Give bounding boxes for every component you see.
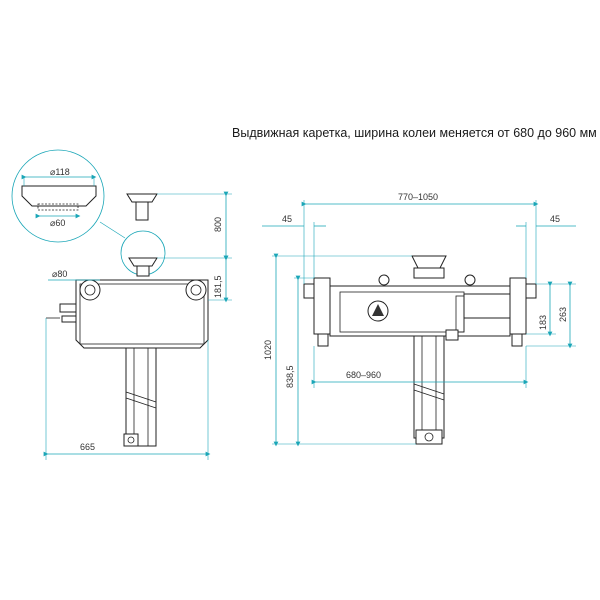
dim-h181-5: 181,5 [213, 275, 223, 298]
detail-circle: ⌀118 ⌀60 [11, 149, 105, 243]
dim-h800: 800 [213, 217, 223, 232]
dim-w665: 665 [80, 442, 95, 452]
dim-w680-960: 680–960 [346, 370, 381, 380]
dim-h263: 263 [558, 307, 568, 322]
dim-w770-1050: 770–1050 [398, 192, 438, 202]
front-view [303, 255, 537, 445]
caption-text: Выдвижная каретка, ширина колеи меняется… [232, 126, 597, 140]
dim-d80: ⌀80 [52, 269, 67, 279]
dim-d60: ⌀60 [50, 218, 65, 228]
dim-h1020: 1020 [263, 340, 273, 360]
dim-d118: ⌀118 [50, 167, 70, 177]
dim-h838-5: 838,5 [285, 365, 295, 388]
dim-h183: 183 [538, 315, 548, 330]
dim-w45-left: 45 [282, 214, 292, 224]
side-view [46, 193, 209, 447]
dim-w45-right: 45 [550, 214, 560, 224]
